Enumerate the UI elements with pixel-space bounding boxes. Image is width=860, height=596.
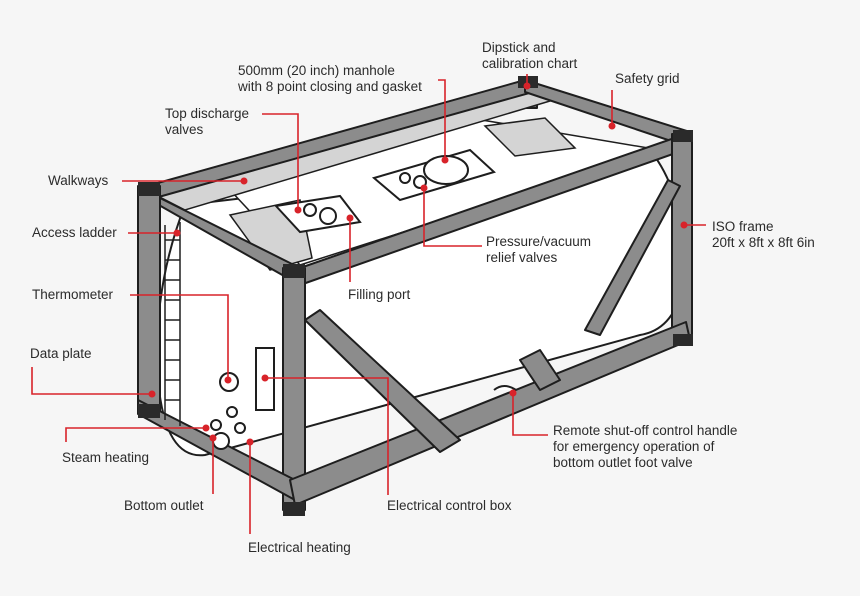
leader-manhole	[438, 79, 446, 160]
dot-thermometer	[224, 376, 232, 384]
bottom-outlet-valve	[212, 432, 230, 450]
dot-dipstick	[523, 82, 531, 90]
label-manhole: 500mm (20 inch) manhole with 8 point clo…	[238, 63, 422, 94]
leader-pressure-relief	[423, 188, 482, 247]
corner-casting-bottom-right	[673, 334, 693, 346]
leader-thermometer	[130, 294, 229, 380]
leader-remote-shutoff	[512, 393, 548, 436]
corner-casting-top-left	[138, 182, 160, 196]
dot-bottom-outlet	[209, 434, 217, 442]
leader-data-plate	[31, 367, 152, 395]
leader-top-discharge	[262, 113, 299, 210]
dot-data-plate	[148, 390, 156, 398]
filling-port-cap	[319, 207, 337, 225]
label-electrical-control-box: Electrical control box	[387, 498, 512, 513]
top-discharge-valve	[303, 203, 317, 217]
dot-safety-grid	[608, 122, 616, 130]
walkway-back	[483, 117, 577, 157]
label-data-plate: Data plate	[30, 346, 92, 361]
outlet-port-small-1	[226, 406, 238, 418]
frame-diagonal-brace-2	[519, 349, 561, 391]
frame-diagonal-brace-3	[584, 179, 681, 336]
outlet-port-small-2	[234, 422, 246, 434]
dot-electrical-control-box	[261, 374, 269, 382]
dot-remote-shutoff	[509, 389, 517, 397]
label-safety-grid: Safety grid	[615, 71, 680, 86]
frame-front-right-post	[282, 267, 306, 511]
frame-front-left-post	[137, 185, 161, 413]
frame-right-post	[671, 133, 693, 341]
access-ladder	[164, 222, 181, 426]
steam-heating-port	[210, 419, 222, 431]
manhole-cover	[423, 155, 469, 185]
dot-filling-port	[346, 214, 354, 222]
corner-casting-top-back	[518, 76, 538, 88]
label-electrical-heating: Electrical heating	[248, 540, 351, 555]
label-remote-shutoff: Remote shut-off control handle for emerg…	[553, 423, 738, 470]
label-walkways: Walkways	[48, 173, 109, 188]
frame-diagonal-brace-1	[304, 309, 461, 453]
corner-casting-bottom-front	[283, 502, 305, 516]
corner-casting-top-right	[673, 130, 693, 142]
dot-steam-heating	[202, 424, 210, 432]
dot-top-discharge	[294, 206, 302, 214]
top-discharge-housing	[273, 194, 362, 234]
leader-lines	[31, 74, 706, 534]
dot-iso-frame	[680, 221, 688, 229]
dot-electrical-heating	[246, 438, 254, 446]
dot-access-ladder	[173, 229, 181, 237]
leader-dots	[148, 82, 688, 446]
leader-steam-heating	[65, 427, 206, 442]
label-pressure-relief: Pressure/vacuum relief valves	[486, 234, 592, 265]
label-top-discharge: Top discharge valves	[165, 106, 250, 137]
dot-walkways	[240, 177, 248, 185]
label-filling-port: Filling port	[348, 287, 411, 302]
dipstick-port	[399, 172, 411, 184]
dot-manhole	[441, 156, 449, 164]
corner-casting-bottom-left	[138, 404, 160, 418]
label-bottom-outlet: Bottom outlet	[124, 498, 204, 513]
label-access-ladder: Access ladder	[32, 225, 117, 240]
corner-casting-top-front	[283, 264, 305, 278]
dot-pressure-relief	[420, 184, 428, 192]
remote-shutoff-handle	[493, 385, 517, 391]
label-iso-frame: ISO frame 20ft x 8ft x 8ft 6in	[712, 219, 815, 250]
label-dipstick: Dipstick and calibration chart	[482, 40, 578, 71]
label-thermometer: Thermometer	[32, 287, 114, 302]
leader-electrical-control-box	[265, 377, 389, 495]
label-steam-heating: Steam heating	[62, 450, 150, 465]
